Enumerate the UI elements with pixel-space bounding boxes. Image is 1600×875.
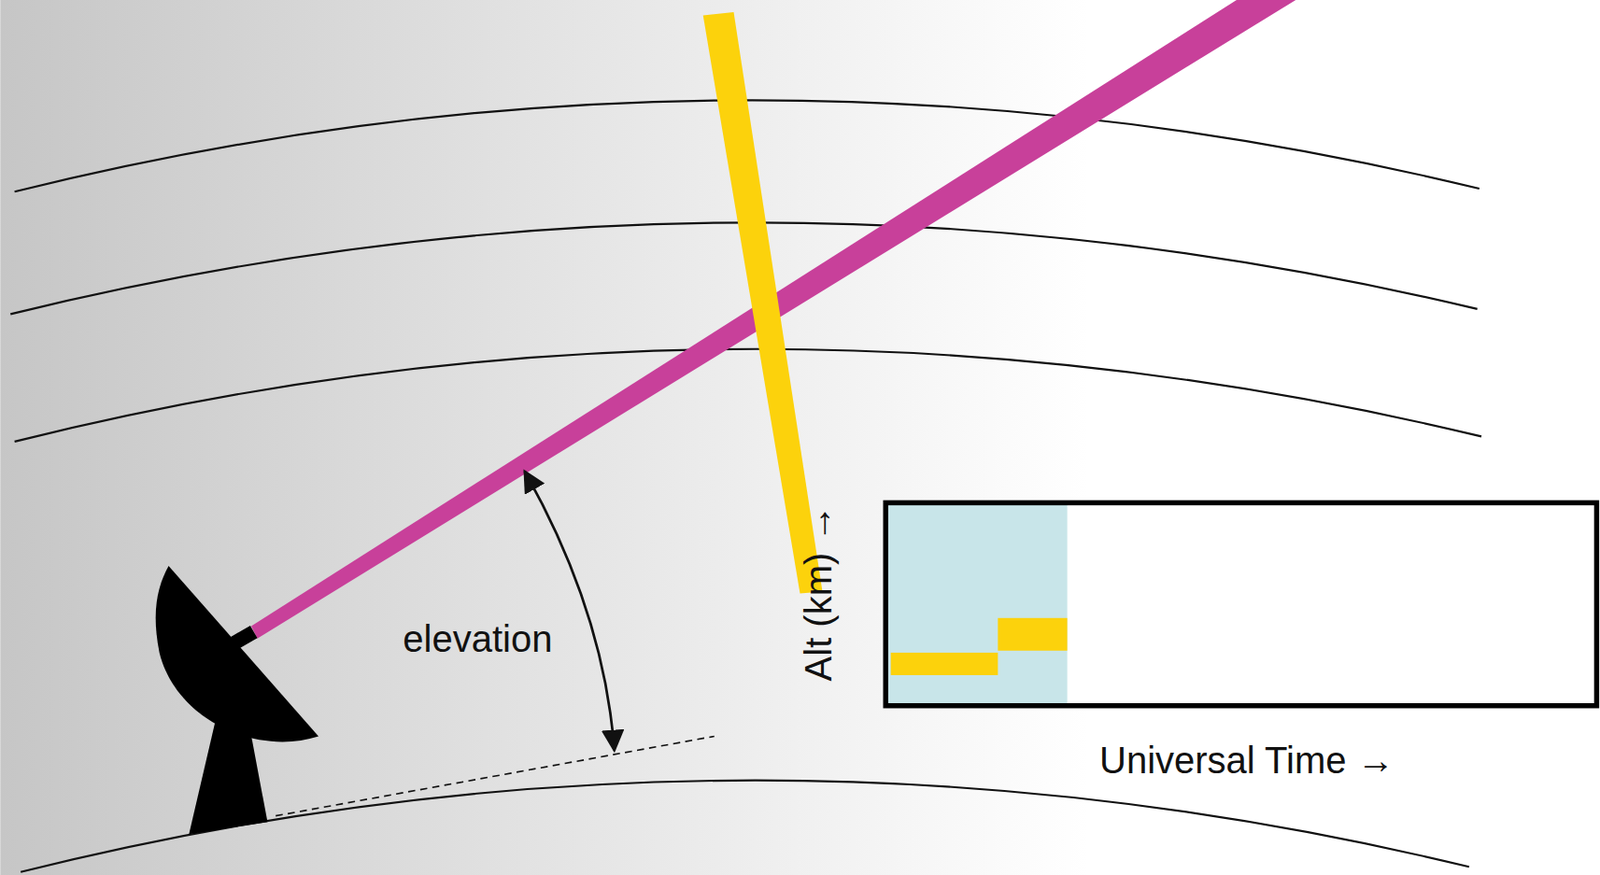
- radar-dish: [155, 566, 319, 835]
- time-altitude-inset: [885, 502, 1597, 706]
- elevation-arrow: [524, 471, 615, 751]
- horizon-tangent: [275, 736, 715, 816]
- axis-label: Universal Time →: [1099, 739, 1395, 781]
- elevation-label: elevation: [402, 618, 553, 660]
- axis-label: Alt (km) →: [797, 504, 839, 681]
